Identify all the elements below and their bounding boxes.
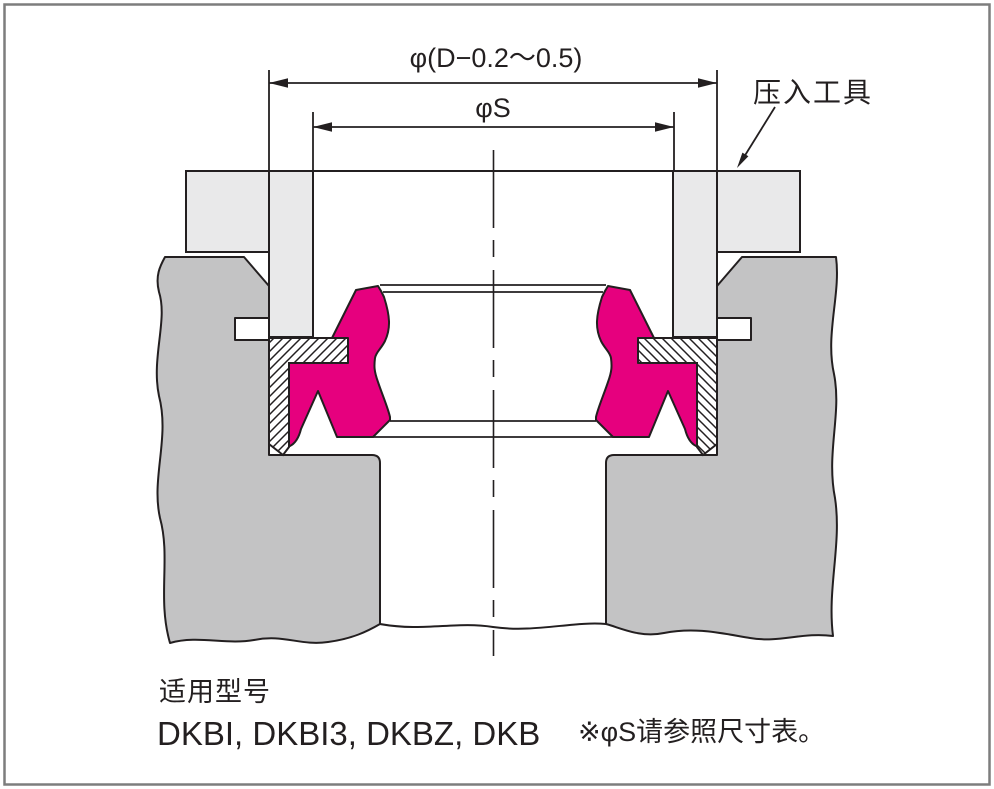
tool-leader: 压入工具: [737, 77, 873, 168]
housing-right-section: [605, 256, 838, 641]
tool-label: 压入工具: [753, 77, 873, 108]
diagram-border: [3, 3, 991, 786]
caption-note: ※φS请参照尺寸表。: [578, 717, 825, 747]
bottom-break-line: [379, 622, 607, 630]
seal-rubber-right: [595, 285, 698, 447]
dim-arrow-left: [313, 122, 332, 132]
caption-models: DKBI, DKBI3, DKBZ, DKB: [157, 715, 540, 752]
dim-arrow-right: [655, 122, 674, 132]
dimension-outer-label: φ(D−0.2〜0.5): [410, 43, 583, 73]
dimension-inner: φS: [312, 93, 675, 171]
dim-arrow-left: [269, 78, 288, 88]
leader-arrowhead: [737, 152, 749, 168]
dimension-inner-label: φS: [475, 93, 511, 123]
dimension-outer: φ(D−0.2〜0.5): [268, 43, 718, 171]
caption-title: 适用型号: [159, 677, 271, 707]
seal-rubber-left: [288, 285, 391, 447]
housing-left-section: [155, 256, 381, 644]
dim-arrow-right: [698, 78, 717, 88]
